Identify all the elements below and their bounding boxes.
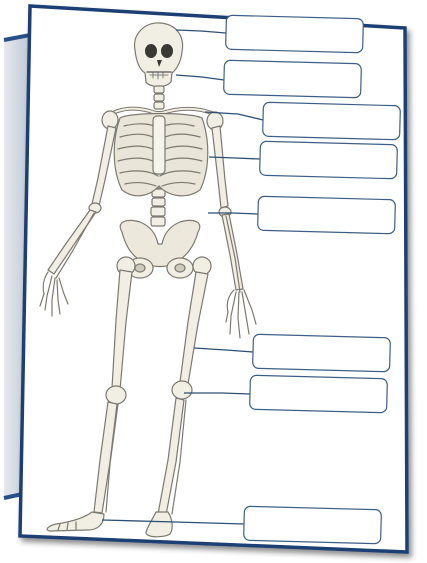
label-box-3[interactable] <box>263 102 401 140</box>
label-box-2[interactable] <box>224 60 362 98</box>
label-box-1[interactable] <box>226 15 364 53</box>
label-box-8[interactable] <box>244 506 382 544</box>
label-box-5[interactable] <box>258 196 396 234</box>
label-box-4[interactable] <box>260 141 398 179</box>
label-box-6[interactable] <box>253 334 391 372</box>
label-box-7[interactable] <box>250 375 388 413</box>
ribcage <box>114 114 208 196</box>
